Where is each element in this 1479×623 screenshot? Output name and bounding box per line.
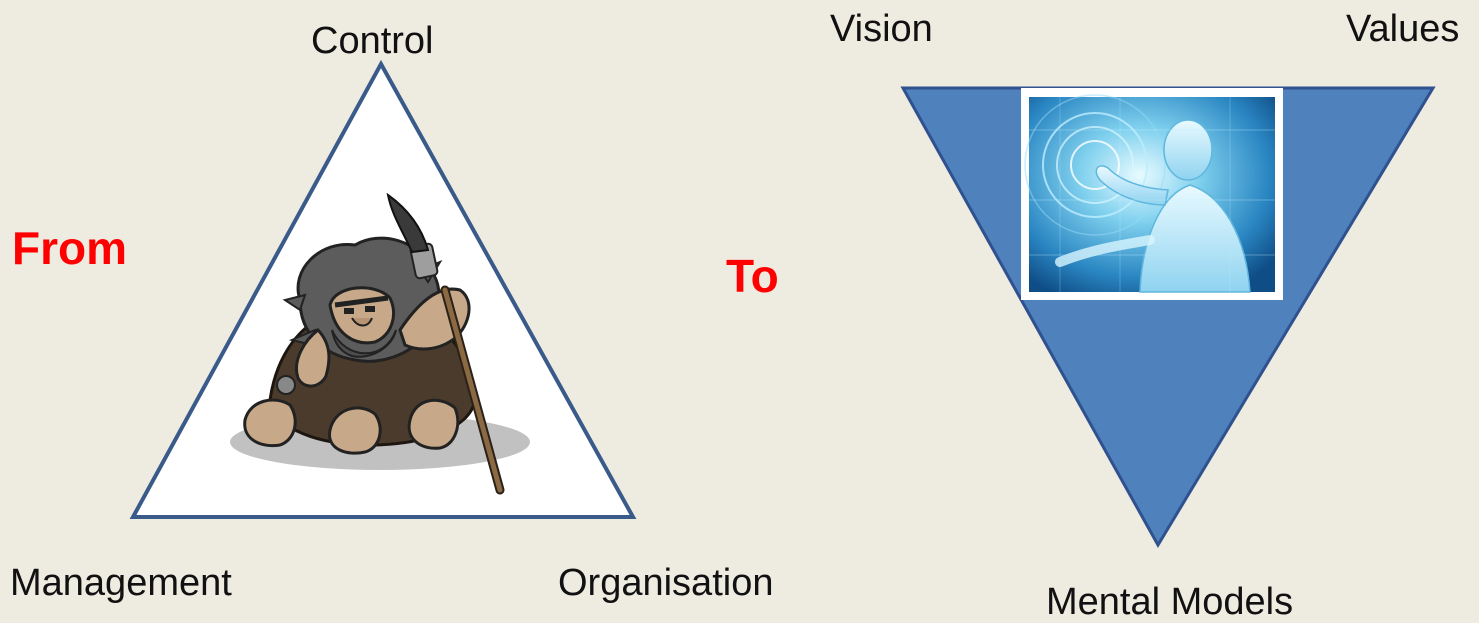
digital-human-image [1021,88,1283,300]
values-label: Values [1346,8,1460,50]
to-label: To [726,250,779,302]
control-label: Control [311,20,434,62]
caveman-image [230,192,530,495]
mental-models-label: Mental Models [1046,581,1294,623]
from-label: From [12,222,127,274]
management-label: Management [10,562,232,604]
vision-label: Vision [830,8,933,50]
organisation-label: Organisation [558,562,774,604]
